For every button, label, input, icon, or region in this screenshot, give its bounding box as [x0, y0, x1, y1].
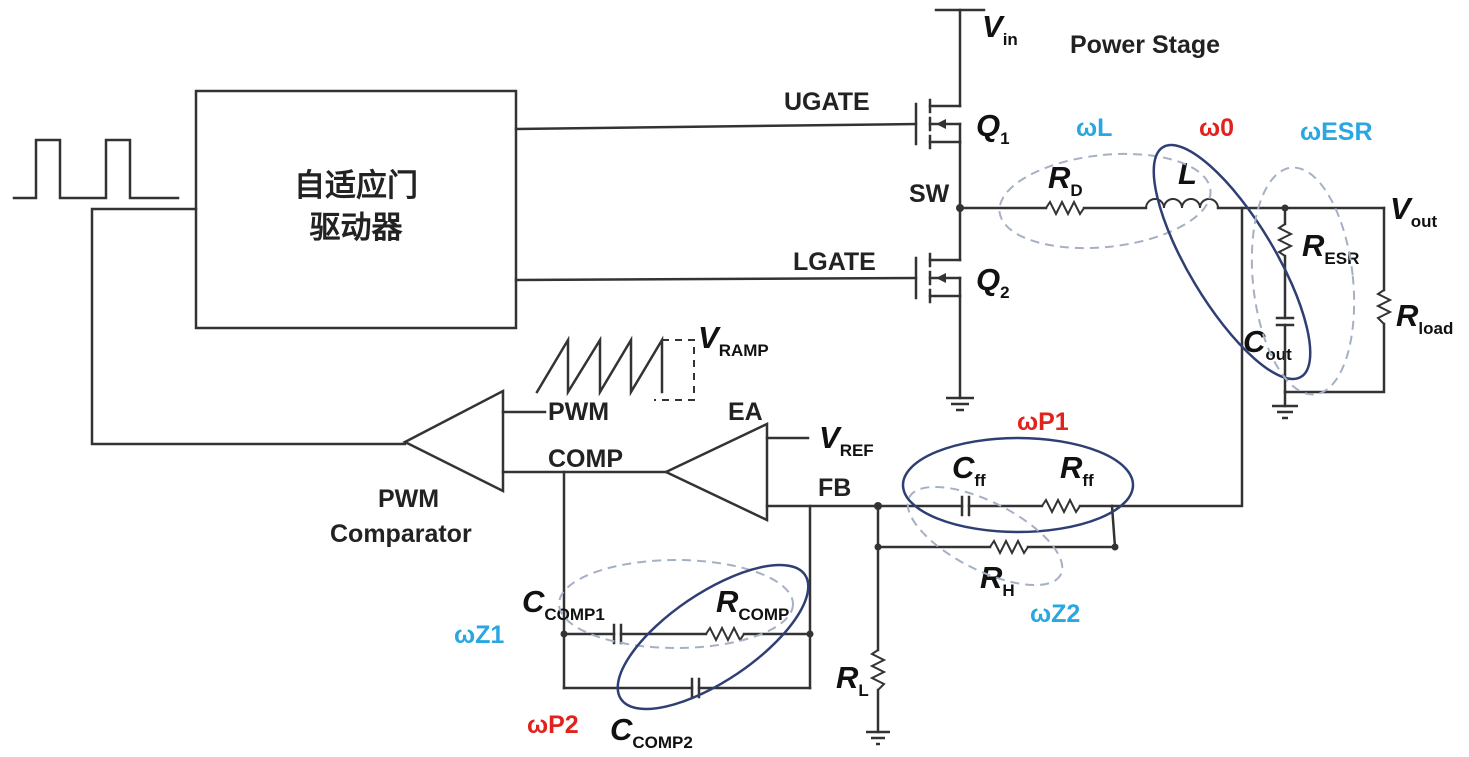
- vramp-symbol: VRAMP: [698, 320, 769, 360]
- gate-driver-label-line1: 自适应门: [294, 168, 418, 204]
- wz2-annotation: ωZ2: [1030, 600, 1080, 628]
- rload-bottom-wire: [1283, 322, 1386, 394]
- rd-symbol: RD: [1048, 160, 1083, 200]
- cff-symbol: Cff: [952, 450, 986, 490]
- vout-symbol: Vout: [1390, 191, 1437, 231]
- rd-resistor: [1045, 199, 1085, 217]
- rh-right-dot: [1111, 543, 1119, 551]
- wp2-annotation: ωP2: [527, 711, 579, 739]
- wesr-ellipse: [1250, 166, 1356, 396]
- ramp-waveform: [535, 335, 664, 397]
- ugate-label: UGATE: [784, 88, 870, 116]
- rh-symbol: RH: [980, 560, 1015, 600]
- vout-feedback-wire: [1110, 206, 1244, 508]
- pwm-comparator: [402, 388, 505, 494]
- wl-annotation: ωL: [1076, 114, 1112, 142]
- lgate-wire: [514, 276, 918, 282]
- rload-symbol: Rload: [1396, 298, 1453, 338]
- output-ground-symbol: [1272, 404, 1298, 420]
- rh-resistor: [989, 538, 1029, 556]
- wl-ellipse: [998, 152, 1212, 250]
- wesr-annotation: ωESR: [1300, 118, 1373, 146]
- input-pulse-waveform: [12, 138, 180, 200]
- resr-symbol: RESR: [1302, 228, 1359, 268]
- comp-label: COMP: [548, 445, 623, 473]
- rl-ground-symbol: [866, 730, 890, 746]
- rl-symbol: RL: [836, 660, 869, 700]
- l-symbol: L: [1178, 156, 1197, 191]
- vref-symbol: VREF: [819, 420, 874, 460]
- rcomp-symbol: RCOMP: [716, 584, 789, 624]
- q2-mosfet: [914, 252, 962, 304]
- q1-symbol: Q1: [976, 108, 1010, 148]
- q2-ground-symbol: [946, 396, 974, 412]
- ugate-wire: [514, 122, 918, 131]
- wp1-ellipse: [901, 436, 1135, 534]
- rcomp-resistor: [705, 625, 745, 643]
- rl-resistor: [869, 649, 887, 691]
- ccomp2-symbol: CCOMP2: [610, 712, 693, 752]
- vin-symbol: Vin: [982, 9, 1018, 49]
- pwm-feedback-wire: [90, 207, 407, 446]
- power-stage-label: Power Stage: [1070, 31, 1220, 59]
- wz1-annotation: ωZ1: [454, 621, 504, 649]
- pwm-label: PWM: [548, 398, 609, 426]
- w0-annotation: ω0: [1199, 114, 1234, 142]
- w0-ellipse: [1152, 143, 1312, 381]
- pwm-comparator-label-line2: Comparator: [330, 520, 472, 548]
- gate-driver-label-line2: 驱动器: [310, 210, 404, 246]
- wz2-ellipse: [906, 485, 1064, 587]
- error-amplifier: [663, 422, 769, 522]
- q1-mosfet: [914, 98, 962, 150]
- lgate-label: LGATE: [793, 248, 876, 276]
- wp2-ellipse: [616, 563, 810, 711]
- wp1-annotation: ωP1: [1017, 408, 1069, 436]
- ea-label: EA: [728, 398, 763, 426]
- ccomp-left-dot: [560, 630, 568, 638]
- resr-resistor: [1276, 223, 1294, 257]
- ramp-amplitude-dashes: [654, 339, 695, 401]
- rff-resistor: [1041, 497, 1081, 515]
- fb-label: FB: [818, 474, 851, 502]
- pwm-comparator-label-line1: PWM: [378, 485, 439, 513]
- rload-resistor: [1375, 289, 1393, 325]
- ccomp-right-dot: [806, 630, 814, 638]
- wz1-ellipse: [558, 559, 794, 649]
- sw-label: SW: [909, 180, 950, 208]
- l-inductor: [1145, 198, 1219, 209]
- rff-symbol: Rff: [1060, 450, 1094, 490]
- q2-symbol: Q2: [976, 262, 1010, 302]
